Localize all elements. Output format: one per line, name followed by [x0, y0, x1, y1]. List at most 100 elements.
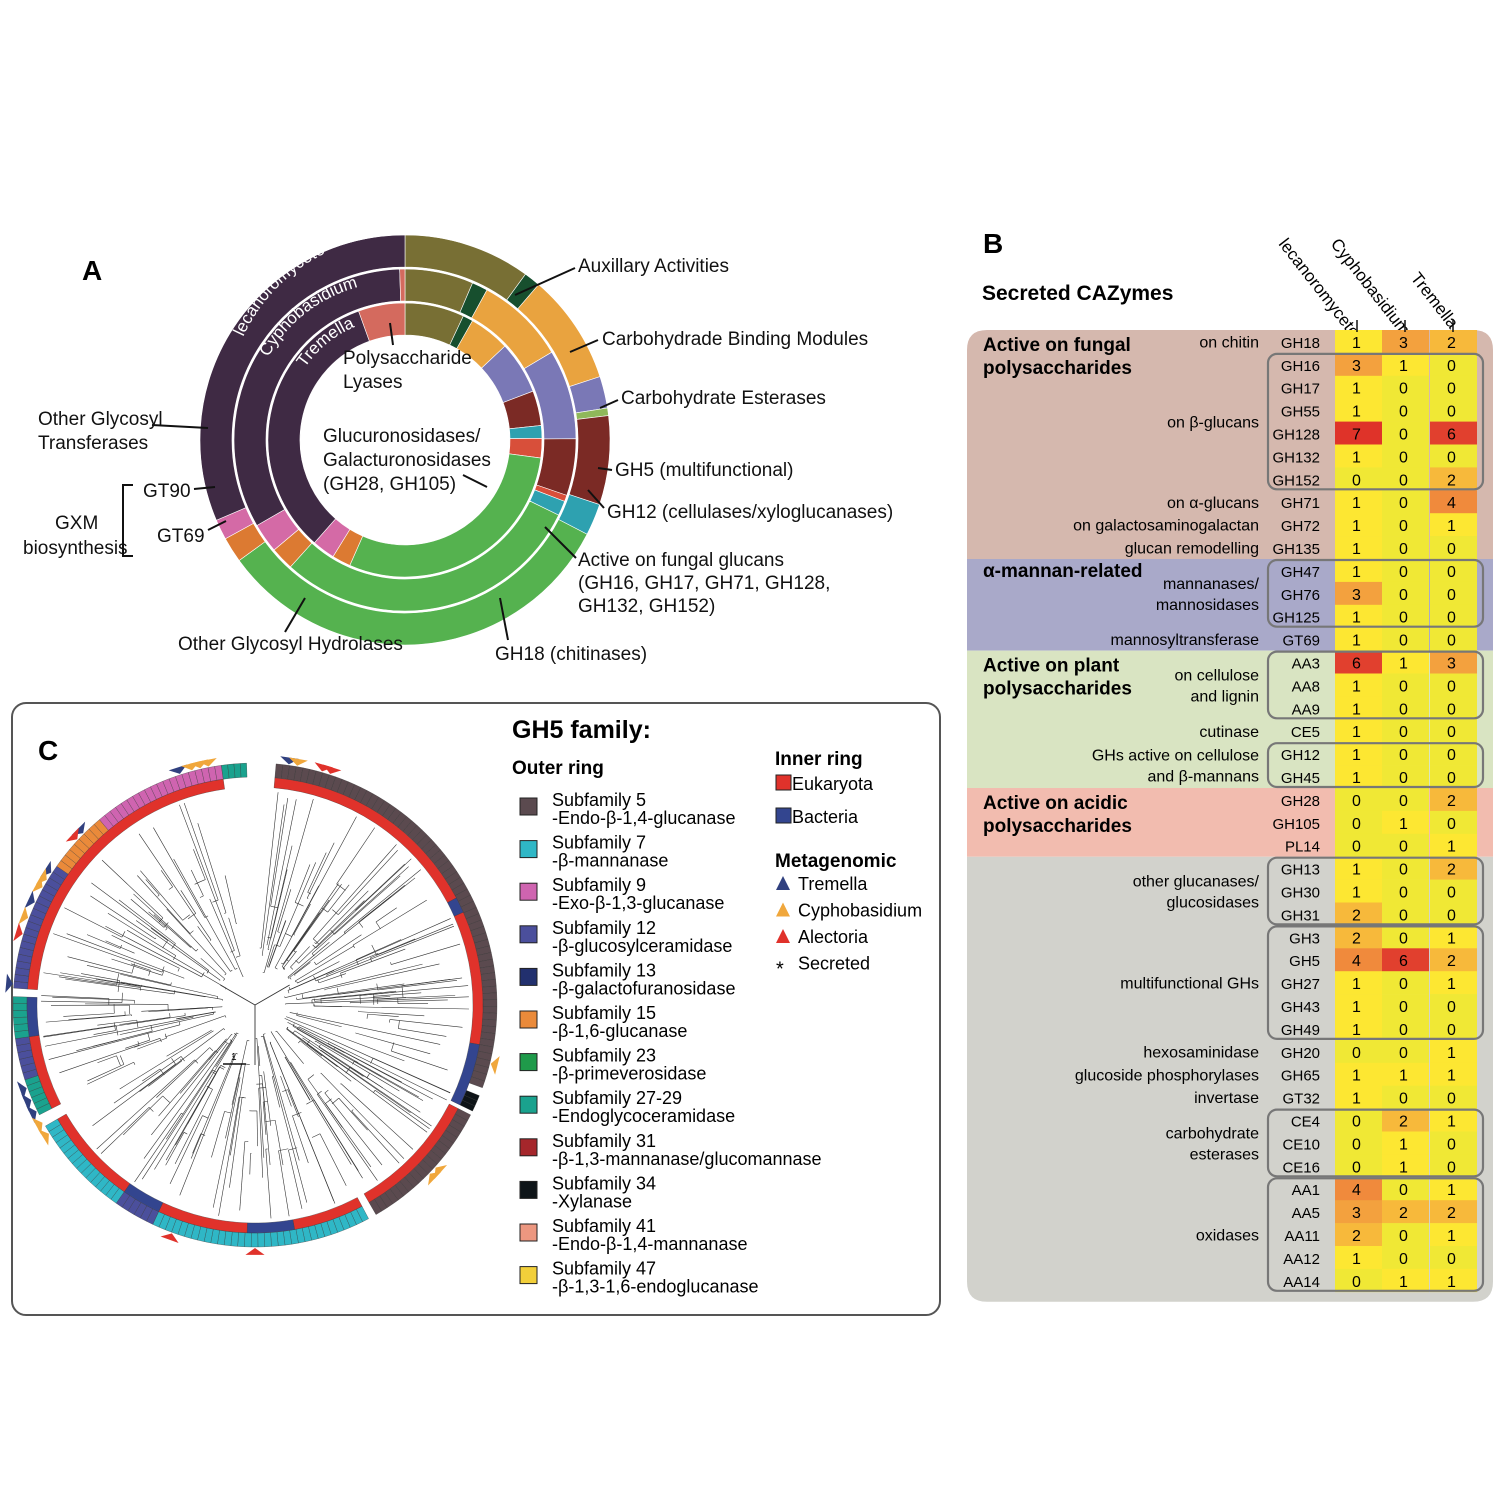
tree-branch-19: [41, 1000, 123, 1003]
tree-branch-56: [320, 1050, 432, 1127]
heatmap-value-GH18-1: 3: [1399, 335, 1408, 352]
callout-gh18: GH18 (chitinases): [495, 644, 647, 665]
tree-branch-119: [267, 845, 293, 950]
tree-backbone-2: [220, 984, 256, 1006]
heatmap-family-GH17: GH17: [1281, 381, 1320, 398]
heatmap-descriptor-9-1: and β-mannans: [1148, 769, 1260, 786]
outer-ring-swatch-1: [519, 840, 538, 859]
heatmap-value-GH72-2: 1: [1447, 518, 1456, 535]
tree-branch-163: [96, 1059, 195, 1150]
tree-arc-200: [236, 1032, 239, 1035]
heatmap-box-2: [1266, 650, 1485, 720]
heatmap-value-GH13-2: 2: [1447, 862, 1456, 879]
tree-arc-228: [270, 906, 278, 908]
heatmap-family-CE4: CE4: [1291, 1114, 1320, 1131]
heatmap-value-GT32-0: 1: [1352, 1091, 1361, 1108]
tree-inner-ring-seg-3: [450, 1042, 480, 1106]
callout-fungal-glucans-line3: GH132, GH152): [578, 596, 715, 617]
outer-ring-swatch-5: [519, 1010, 538, 1029]
tree-outer-ring-seg-4-16: [257, 1232, 265, 1248]
metagenomic-label-0: Tremella: [798, 874, 868, 894]
heatmap-value-GH18-0: 1: [1352, 335, 1361, 352]
tree-arc-89: [391, 1042, 395, 1052]
tree-arc-61: [275, 1030, 277, 1033]
heatmap-value-GH16-1: 1: [1399, 358, 1408, 375]
tree-branch-26: [81, 973, 120, 981]
panel-a-letter: A: [82, 255, 102, 286]
tree-arc-58: [307, 1074, 315, 1080]
tree-branch-252: [86, 934, 121, 949]
tree-branch-147: [97, 1055, 117, 1064]
callout-gh5: GH5 (multifunctional): [615, 460, 793, 481]
tree-arc-225: [136, 1020, 139, 1028]
heatmap-family-AA14: AA14: [1283, 1274, 1320, 1291]
outer-ring-label-3: Subfamily 12: [552, 918, 656, 938]
heatmap-cell-GH105-0: [1335, 810, 1382, 835]
tree-branch-62: [126, 929, 227, 989]
heatmap-cell-GH27-1: [1382, 971, 1429, 995]
heatmap-cell-AA11-2: [1430, 1223, 1477, 1247]
heatmap-value-AA1-1: 0: [1399, 1182, 1408, 1199]
heatmap-family-PL14: PL14: [1285, 839, 1320, 856]
heatmap-value-GH20-0: 0: [1352, 1045, 1361, 1062]
heatmap-cell-AA14-0: [1335, 1268, 1382, 1293]
heatmap-cell-GH20-2: [1430, 1039, 1477, 1064]
heatmap-value-GH3-1: 0: [1399, 930, 1408, 947]
heatmap-descriptor-5-1: mannosidases: [1156, 597, 1259, 614]
tree-branch-0: [262, 1101, 267, 1135]
tree-branch-68: [298, 1026, 447, 1101]
tree-branch-1: [287, 1089, 299, 1118]
heatmap-cell-GH45-2: [1430, 765, 1477, 789]
tree-branch-188: [398, 1028, 447, 1037]
tree-arc-176: [209, 939, 212, 941]
heatmap-value-GH31-2: 0: [1447, 907, 1456, 924]
tree-branch-196: [145, 879, 160, 896]
tree-arc-106: [173, 990, 176, 994]
tree-branch-234: [313, 844, 397, 940]
tree-arc-72: [311, 953, 315, 957]
outer-ring-swatch-6: [519, 1053, 538, 1072]
heatmap-descriptor-16-0: oxidases: [1196, 1228, 1259, 1245]
tree-arc-257: [287, 977, 290, 979]
heatmap-cell-GH125-1: [1382, 604, 1429, 628]
tree-arc-252: [119, 944, 122, 949]
heatmap-value-GH55-1: 0: [1399, 404, 1408, 421]
heatmap-cell-GH49-1: [1382, 1017, 1429, 1041]
heatmap-value-GH125-2: 0: [1447, 610, 1456, 627]
tree-arc-103: [285, 933, 292, 937]
tree-arc-230: [229, 1039, 233, 1042]
heatmap-family-GH76: GH76: [1281, 587, 1320, 604]
heatmap-value-GH18-2: 2: [1447, 335, 1456, 352]
metagenomic-label-1: Cyphobasidium: [798, 901, 922, 921]
tree-branch-238: [377, 995, 456, 1000]
heatmap-family-GH125: GH125: [1272, 610, 1320, 627]
tree-branch-85: [193, 849, 206, 880]
tree-arc-233: [131, 963, 136, 974]
tree-metagenomic-marker-23: [428, 1171, 442, 1186]
tree-arc-148: [148, 1107, 154, 1112]
tree-arc-246: [371, 944, 377, 956]
tree-branch-243: [362, 895, 392, 920]
heatmap-cell-AA11-1: [1382, 1223, 1429, 1247]
tree-branch-164: [340, 948, 406, 974]
heatmap-value-AA12-2: 0: [1447, 1251, 1456, 1268]
tree-branch-111: [165, 1066, 220, 1161]
tree-branch-95: [292, 1025, 359, 1063]
tree-arc-116: [282, 968, 285, 970]
tree-metagenomic-marker-5: [288, 757, 308, 766]
tree-branch-67: [165, 1132, 185, 1166]
tree-arc-162: [293, 934, 295, 936]
heatmap-cell-GH12-2: [1430, 742, 1477, 766]
tree-branch-186: [314, 996, 391, 1002]
tree-branch-51: [166, 1029, 212, 1057]
tree-branch-79: [225, 1040, 248, 1139]
gh5-legend: Subfamily 5-Endo-β-1,4-glucanaseSubfamil…: [519, 774, 922, 1297]
tree-branch-139: [175, 1065, 222, 1146]
heatmap-cell-GH55-1: [1382, 398, 1429, 422]
tree-outer-ring-seg-9-4: [12, 1003, 28, 1011]
heatmap-value-CE5-0: 1: [1352, 724, 1361, 741]
heatmap-value-GH135-2: 0: [1447, 541, 1456, 558]
tree-arc-98: [169, 1013, 171, 1018]
heatmap-value-CE10-2: 0: [1447, 1136, 1456, 1153]
